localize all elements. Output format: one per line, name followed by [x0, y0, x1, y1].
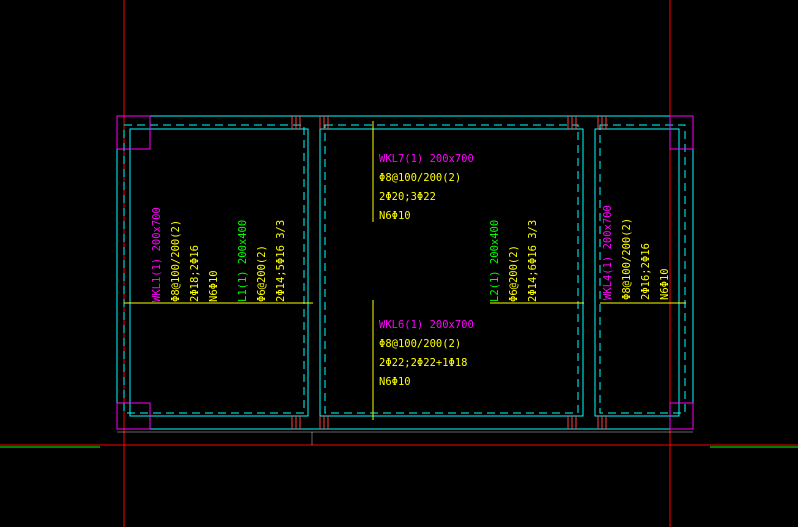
column-bottom-left: [116, 402, 151, 430]
l2-name: L2(1) 200x400: [489, 220, 501, 302]
label-l2: L2(1) 200x400 Φ6@200(2) 2Φ14;6Φ16 3/3: [489, 220, 539, 302]
label-wkl1: WKL1(1) 200x700 Φ8@100/200(2) 2Φ18;2Φ16 …: [151, 207, 220, 302]
l2-stirrup: Φ6@200(2): [508, 245, 520, 302]
wkl1-stirrup: Φ8@100/200(2): [170, 220, 182, 302]
wkl4-name: WKL4(1) 200x700: [602, 205, 614, 300]
wkl1-rebar: 2Φ18;2Φ16: [189, 245, 201, 302]
wkl1-name: WKL1(1) 200x700: [151, 207, 163, 302]
column-bottom-right: [669, 402, 694, 430]
label-wkl4: WKL4(1) 200x700 Φ8@100/200(2) 2Φ16;2Φ16 …: [602, 205, 671, 300]
column-top-left: [116, 115, 151, 150]
leader-lines: [124, 121, 686, 420]
room-middle: [319, 128, 584, 417]
wkl7-side: N6Φ10: [379, 210, 411, 222]
wkl6-stirrup: Φ8@100/200(2): [379, 338, 461, 350]
wkl1-side: N6Φ10: [208, 270, 220, 302]
l1-stirrup: Φ6@200(2): [256, 245, 268, 302]
wall-outline: [116, 115, 694, 430]
wkl7-rebar: 2Φ20;3Φ22: [379, 191, 436, 203]
dashed-right: [599, 124, 686, 414]
l1-name: L1(1) 200x400: [237, 220, 249, 302]
wkl4-rebar: 2Φ16;2Φ16: [640, 243, 652, 300]
label-wkl6: WKL6(1) 200x700 Φ8@100/200(2) 2Φ22;2Φ22+…: [379, 319, 474, 388]
label-l1: L1(1) 200x400 Φ6@200(2) 2Φ14;5Φ16 3/3: [237, 220, 287, 302]
column-top-right: [669, 115, 694, 150]
room-right: [594, 128, 680, 417]
columns: [116, 115, 694, 430]
wkl7-name: WKL7(1) 200x700: [379, 153, 474, 165]
wkl6-name: WKL6(1) 200x700: [379, 319, 474, 331]
wkl4-stirrup: Φ8@100/200(2): [621, 218, 633, 300]
outer-wall: [116, 115, 694, 430]
tick-marks: [291, 116, 607, 429]
dashed-beam-lines: [123, 124, 686, 414]
wkl6-rebar: 2Φ22;2Φ22+1Φ18: [379, 357, 468, 369]
dashed-middle: [324, 124, 579, 414]
label-wkl7: WKL7(1) 200x700 Φ8@100/200(2) 2Φ20;3Φ22 …: [379, 153, 474, 222]
wkl7-stirrup: Φ8@100/200(2): [379, 172, 461, 184]
wkl6-side: N6Φ10: [379, 376, 411, 388]
l1-rebar: 2Φ14;5Φ16 3/3: [275, 220, 287, 302]
l2-rebar: 2Φ14;6Φ16 3/3: [527, 220, 539, 302]
room-left: [129, 128, 309, 417]
wkl4-side: N6Φ10: [659, 268, 671, 300]
